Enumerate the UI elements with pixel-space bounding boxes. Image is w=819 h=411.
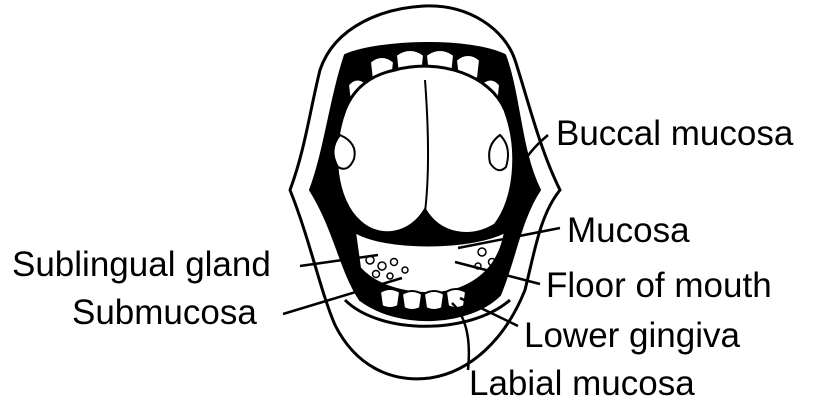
label-submucosa: Submucosa (72, 295, 257, 330)
label-sublingual-gland: Sublingual gland (12, 247, 271, 282)
label-floor-of-mouth: Floor of mouth (546, 268, 772, 303)
label-lower-gingiva: Lower gingiva (524, 318, 740, 353)
label-buccal-mucosa: Buccal mucosa (556, 116, 793, 151)
label-mucosa: Mucosa (567, 213, 690, 248)
label-labial-mucosa: Labial mucosa (469, 366, 695, 401)
